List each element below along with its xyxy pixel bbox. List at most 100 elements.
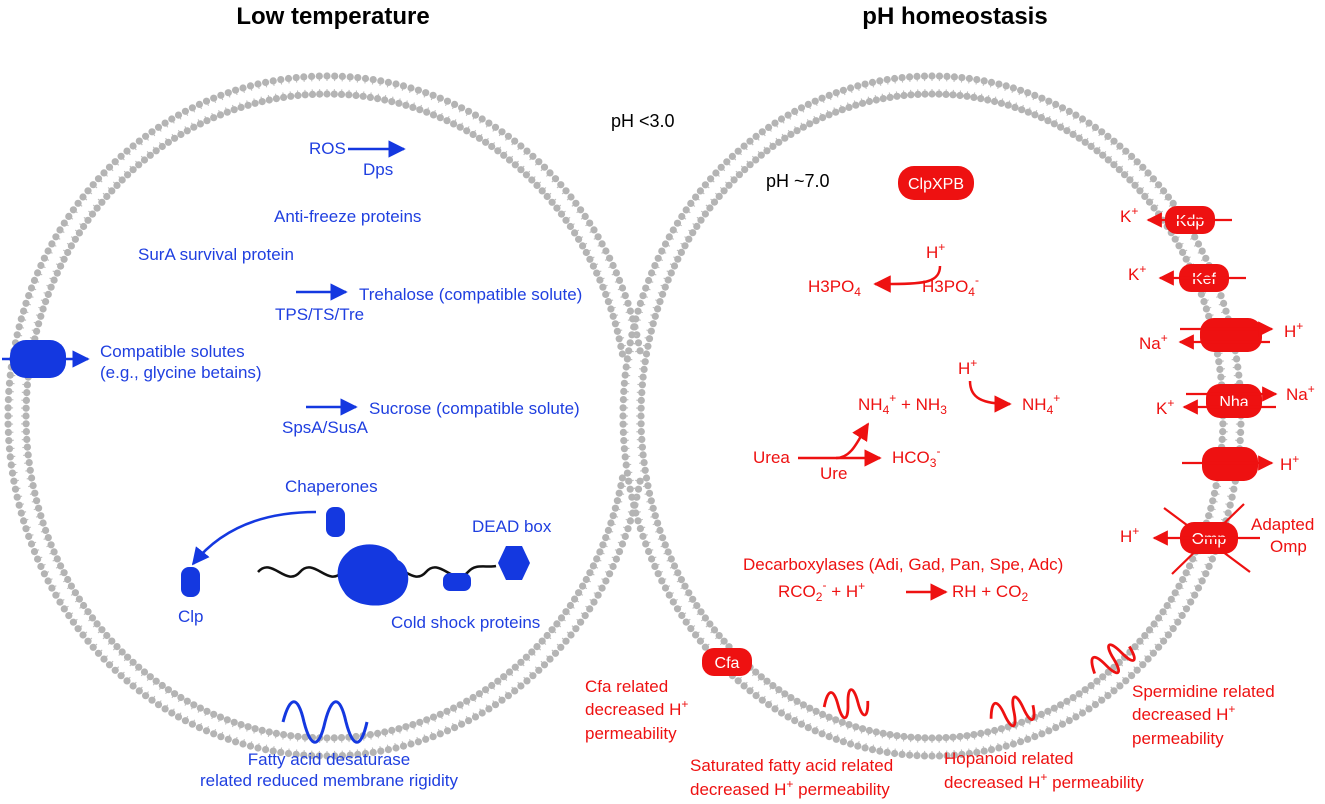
lipid-head [791, 717, 799, 725]
lipid-tail [88, 619, 91, 622]
lipid-head [575, 235, 583, 243]
lipid-head [621, 371, 629, 379]
lipid-head [374, 95, 382, 103]
lipid-head [1085, 119, 1093, 127]
lipid-head [1149, 649, 1157, 657]
lipid-tail [423, 734, 426, 737]
lipid-head [577, 206, 585, 214]
lipid-head [203, 707, 211, 715]
lipid-head [152, 677, 160, 685]
lipid-head [23, 381, 31, 389]
lipid-head [1031, 733, 1039, 741]
lipid-head [511, 687, 519, 695]
lipid-head [34, 269, 42, 277]
lipid-head [1160, 637, 1168, 645]
lipid-head [546, 655, 554, 663]
lipid-tail [1146, 637, 1149, 640]
lipid-head [17, 509, 25, 517]
lipid-head [67, 582, 75, 590]
lipid-head [111, 158, 119, 166]
lipid-head [164, 138, 172, 146]
lipid-head [152, 147, 160, 155]
lipid-head [22, 412, 30, 420]
lipid-tail [1035, 719, 1038, 722]
lipid-tail [485, 704, 488, 707]
lipid-head [618, 474, 627, 482]
antiporter-1-h-label: H+ [1284, 319, 1303, 341]
lipid-tail [511, 686, 514, 689]
lipid-head [613, 497, 622, 505]
lipid-head [598, 240, 606, 248]
lipid-tail [657, 538, 660, 540]
lipid-head [15, 323, 23, 331]
lipid-tail [789, 117, 792, 120]
lipid-head [1009, 84, 1018, 92]
lipid-head [4, 396, 12, 404]
lipid-head [557, 210, 566, 218]
lipid-head [251, 725, 259, 733]
lipid-head [4, 412, 12, 420]
lipid-head [648, 555, 656, 563]
lipid-head [300, 751, 308, 759]
lipid-tail [1074, 699, 1077, 703]
lipid-tail [105, 174, 108, 177]
lipid-tail [444, 725, 447, 729]
lipid-head [935, 752, 944, 760]
lipid-head [88, 614, 97, 622]
lipid-head [113, 181, 121, 189]
lipid-tail [516, 160, 519, 163]
ph-inside-label: pH ~7.0 [766, 171, 830, 191]
nha-transporter [1206, 384, 1262, 418]
lipid-tail [35, 515, 39, 518]
lipid-head [124, 653, 132, 661]
lipid-head [746, 137, 754, 145]
lipid-head [44, 290, 52, 298]
lipid-head [825, 713, 833, 721]
lipid-tail [858, 741, 860, 744]
lipid-tail [769, 687, 772, 690]
lipid-tail [394, 742, 396, 746]
lipid-tail [1127, 158, 1130, 161]
lipid-head [53, 555, 61, 563]
lipid-tail [1061, 707, 1064, 710]
lipid-head [723, 158, 731, 166]
lipid-head [771, 705, 779, 713]
lipid-head [548, 198, 556, 206]
lipid-head [346, 73, 354, 81]
lipid-head [651, 512, 659, 520]
compatible-solutes-example: (e.g., glycine betains) [100, 363, 262, 382]
lipid-head [84, 608, 92, 616]
lipid-tail [140, 686, 143, 689]
lipid-head [1038, 730, 1046, 738]
lipid-head [615, 276, 624, 284]
lipid-tail [43, 563, 46, 566]
lipid-head [269, 77, 277, 85]
lipid-head [594, 233, 602, 241]
lipid-head [1110, 161, 1118, 169]
lipid-tail [92, 625, 96, 628]
lipid-head [644, 342, 652, 350]
lipid-head [108, 187, 116, 195]
lipid-head [832, 735, 840, 743]
lipid-head [491, 123, 500, 131]
lipid-head [793, 127, 801, 135]
lipid-head [60, 219, 68, 227]
nha-label: Nha [1219, 394, 1248, 411]
lipid-head [1163, 602, 1171, 610]
lipid-tail [1173, 618, 1176, 621]
lipid-tail [566, 631, 569, 634]
lipid-head [29, 482, 37, 490]
lipid-head [533, 643, 541, 651]
lipid-tail [702, 637, 705, 640]
lipid-tail [707, 186, 710, 189]
lipid-head [793, 697, 801, 705]
lipid-tail [533, 653, 536, 656]
lipid-head [1072, 713, 1080, 721]
lipid-head [69, 206, 77, 214]
lipid-head [535, 666, 543, 674]
lipid-tail [100, 180, 103, 183]
lipid-tail [676, 580, 679, 583]
lipid-head [416, 718, 424, 726]
lipid-head [292, 750, 300, 759]
lipid-head [763, 147, 771, 155]
